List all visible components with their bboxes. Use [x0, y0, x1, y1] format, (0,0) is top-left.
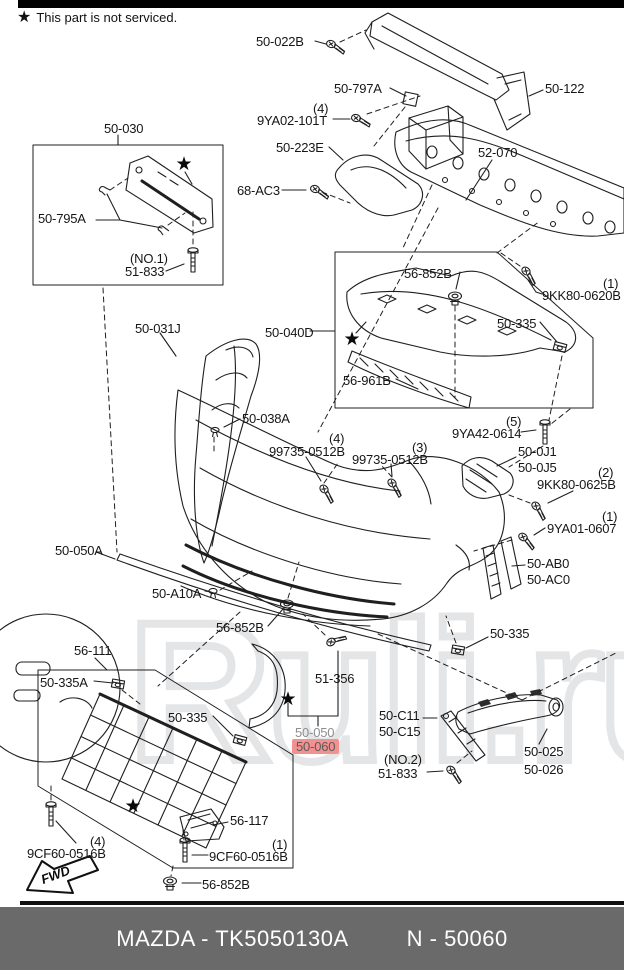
- part-label-50-797A: 50-797A: [334, 81, 382, 96]
- push-clip-icon: [162, 876, 178, 891]
- part-label-56-111: 56-111: [74, 643, 112, 658]
- screw-icon: [349, 113, 372, 128]
- part-label-50-030: 50-030: [104, 121, 144, 136]
- label-leader-lines: [55, 40, 574, 884]
- legend-text: This part is not serviced.: [36, 10, 178, 25]
- part-label-9KK80-0625B: 9KK80-0625B: [537, 477, 616, 492]
- part-label-50-038A: 50-038A: [242, 411, 290, 426]
- part-label-50-050: 50-050: [295, 725, 335, 740]
- star-icon: ★: [17, 9, 32, 26]
- part-label-50-AB0: 50-AB0: [527, 556, 570, 571]
- part-label-9CF60-0516B-a: 9CF60-0516B: [27, 846, 106, 861]
- part-label-51-833-no1: 51-833: [125, 264, 165, 279]
- nut-clip-icon: [110, 678, 126, 690]
- part-label-51-356: 51-356: [315, 671, 355, 686]
- bolt-icon: [187, 247, 199, 273]
- part-label-50-AC0: 50-AC0: [527, 572, 570, 587]
- star-icon: ★: [175, 154, 192, 175]
- part-label-50-031J: 50-031J: [135, 321, 181, 336]
- part-label-56-852B-a: 56-852B: [404, 266, 452, 281]
- part-label-9YA01-0607: 9YA01-0607: [547, 521, 617, 536]
- part-label-50-795A: 50-795A: [38, 211, 86, 226]
- qty-label-51-833-no1: (NO.1): [130, 251, 168, 266]
- clip-icon: [98, 185, 111, 196]
- part-label-50-223E: 50-223E: [276, 140, 324, 155]
- part-label-56-852B-c: 56-852B: [202, 877, 250, 892]
- top-border-bar: [18, 0, 624, 8]
- assembly-dashed-lines: [50, 29, 619, 877]
- part-label-99735-0512B-b: 99735-0512B: [352, 452, 428, 467]
- star-icon: ★: [279, 689, 296, 710]
- qty-label-9KK80-0625B: (2): [598, 465, 614, 480]
- bolt-icon: [539, 419, 551, 445]
- footer-section-ref: N - 50060: [406, 925, 508, 951]
- part-label-51-833-no2: 51-833: [378, 766, 418, 781]
- part-label-9YA02-101T: 9YA02-101T: [257, 113, 328, 128]
- part-label-9CF60-0516B-b: 9CF60-0516B: [209, 849, 288, 864]
- part-label-56-852B-b: 56-852B: [216, 620, 264, 635]
- qty-label-99735-0512B-a: (4): [329, 431, 345, 446]
- qty-label-51-833-no2: (NO.2): [384, 752, 422, 767]
- not-serviced-stars: ★ ★ ★ ★: [124, 154, 360, 817]
- part-label-50-335-c: 50-335: [168, 710, 208, 725]
- bumper-reinforcement-drawing: [334, 119, 624, 237]
- part-label-50-C15: 50-C15: [379, 724, 421, 739]
- license-bracket-drawing: [98, 155, 214, 273]
- qty-label-9YA01-0607: (1): [602, 509, 618, 524]
- part-label-50-022B: 50-022B: [256, 34, 304, 49]
- part-label-50-0J5: 50-0J5: [518, 460, 557, 475]
- part-label-50-335A: 50-335A: [40, 675, 88, 690]
- part-label-99735-0512B-a: 99735-0512B: [269, 444, 345, 459]
- part-label-9YA42-0614: 9YA42-0614: [452, 426, 522, 441]
- part-label-50-122: 50-122: [545, 81, 585, 96]
- part-label-9KK80-0620B: 9KK80-0620B: [542, 288, 621, 303]
- star-icon: ★: [124, 796, 141, 817]
- part-label-50-335-a: 50-335: [497, 316, 537, 331]
- part-label-56-961B: 56-961B: [343, 373, 391, 388]
- part-label-50-0J1: 50-0J1: [518, 444, 557, 459]
- under-cover-drawing: [346, 264, 577, 445]
- qty-label-9YA42-0614: (5): [506, 414, 522, 429]
- screw-icon: [527, 499, 551, 522]
- qty-label-9CF60-0516B-b: (1): [272, 837, 288, 852]
- bolt-icon: [45, 801, 57, 827]
- not-serviced-legend: ★ This part is not serviced.: [17, 9, 178, 26]
- qty-label-9YA02-101T: (4): [313, 101, 329, 116]
- part-label-50-025: 50-025: [524, 744, 564, 759]
- part-label-52-070: 52-070: [478, 145, 518, 160]
- screw-icon: [324, 38, 347, 55]
- bumper-side-piece-drawing: [193, 338, 261, 564]
- grille-shutter-drawing: [364, 12, 531, 170]
- detail-boxes: [32, 144, 594, 869]
- part-label-50-060-highlighted[interactable]: 50-060: [292, 739, 340, 754]
- footer-divider-line: [20, 901, 624, 905]
- lower-under-cover-drawing: [45, 678, 248, 891]
- push-clip-icon: [447, 291, 463, 306]
- part-label-50-040D: 50-040D: [265, 325, 314, 340]
- part-label-68-AC3: 68-AC3: [237, 183, 280, 198]
- screw-icon: [308, 183, 331, 200]
- screw-icon: [517, 264, 541, 287]
- part-label-50-335-b: 50-335: [490, 626, 530, 641]
- part-label-56-117: 56-117: [230, 813, 269, 828]
- bolt-icon: [179, 837, 191, 863]
- part-label-50-050A: 50-050A: [55, 543, 103, 558]
- screw-icon: [383, 476, 407, 499]
- footer-bar: MAZDA - TK5050130A N - 50060: [0, 907, 624, 970]
- part-label-50-C11: 50-C11: [379, 708, 420, 723]
- trim-pieces-drawing: [116, 553, 564, 762]
- part-label-50-A10A: 50-A10A: [152, 586, 202, 601]
- qty-label-9KK80-0620B: (1): [603, 276, 619, 291]
- part-label-50-026: 50-026: [524, 762, 564, 777]
- qty-label-9CF60-0516B-a: (4): [90, 834, 106, 849]
- qty-label-99735-0512B-b: (3): [412, 440, 428, 455]
- star-icon: ★: [343, 329, 360, 350]
- footer-catalog-code: MAZDA - TK5050130A: [116, 925, 349, 951]
- screw-icon: [315, 482, 339, 505]
- fwd-direction-arrow: FWD: [26, 855, 99, 894]
